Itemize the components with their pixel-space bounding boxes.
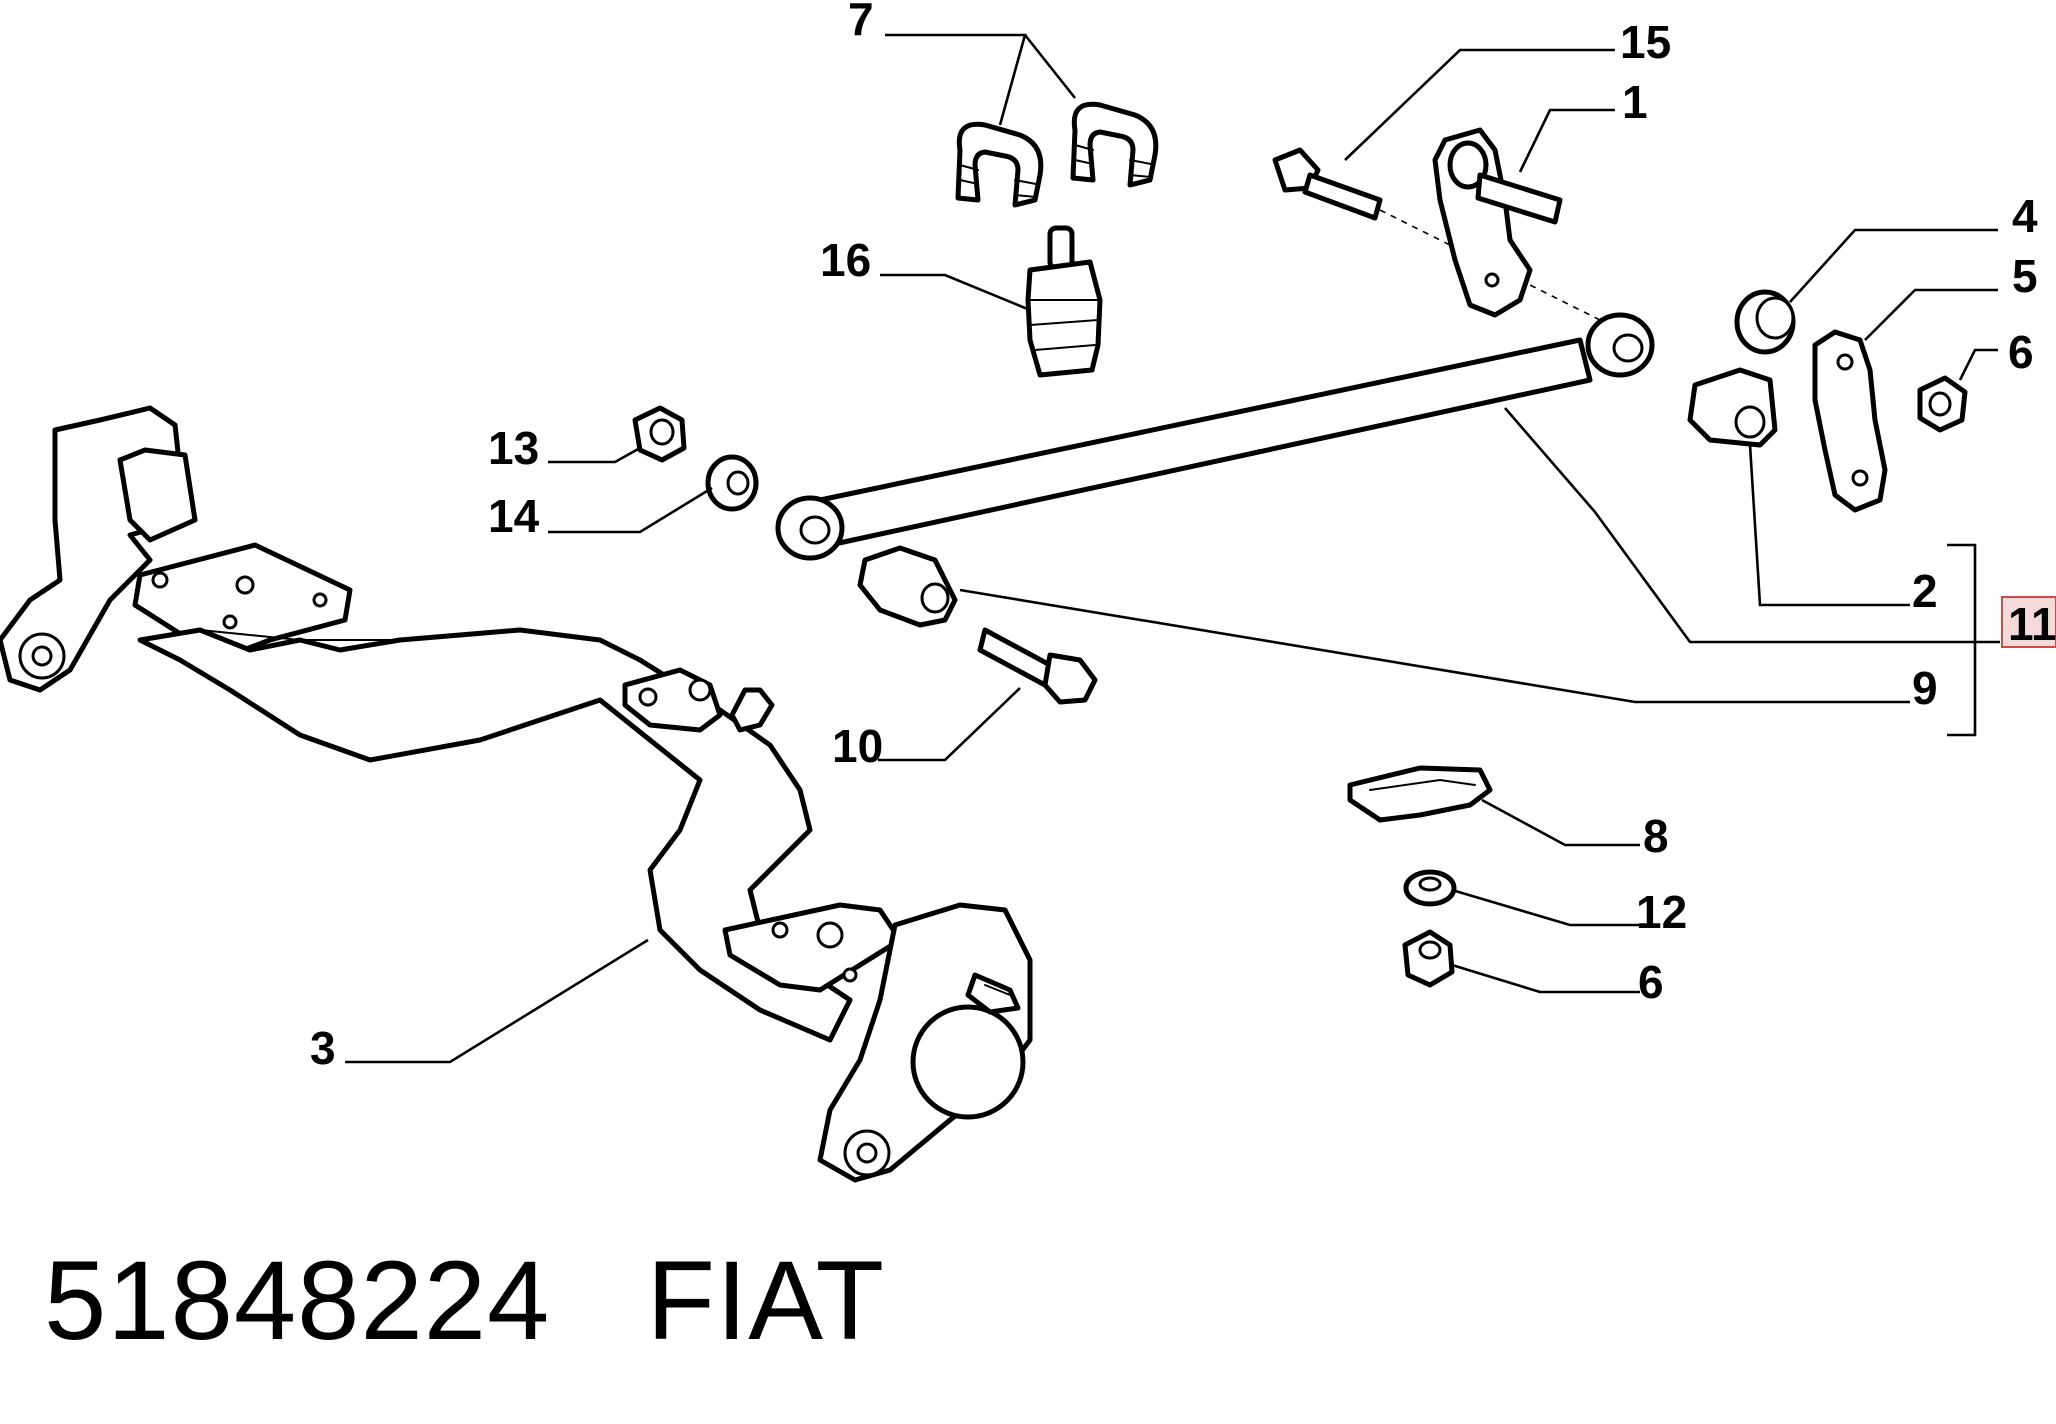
callout-11-highlight: [2001, 596, 2056, 648]
callout-12: 12: [1636, 886, 1687, 938]
callout-15: 15: [1620, 16, 1671, 68]
bracket-1: [1432, 127, 1563, 318]
callout-14: 14: [488, 490, 540, 542]
retainer-plate-8: [1347, 765, 1493, 823]
lateral-rod: [775, 312, 1655, 561]
washer-12: [1403, 869, 1457, 907]
link-plate-5: [1812, 329, 1888, 513]
leader-lines: [345, 33, 2000, 1064]
callout-5: 5: [2012, 250, 2038, 302]
callout-1: 1: [1622, 76, 1648, 128]
callout-11: 11: [2008, 598, 2056, 650]
callout-10: 10: [832, 720, 883, 772]
callout-7: 7: [848, 0, 874, 45]
bushing-2: [1687, 367, 1778, 448]
bolt-10: [977, 627, 1098, 705]
u-clip-left: [955, 121, 1044, 208]
washer-14: [705, 454, 759, 512]
brand-name: FIAT: [646, 1238, 886, 1363]
callout-3: 3: [310, 1022, 336, 1074]
part-number: 51848224: [44, 1238, 551, 1363]
bushing-9: [857, 545, 958, 628]
callout-9: 9: [1912, 662, 1938, 714]
bump-stop: [1025, 225, 1103, 378]
callout-16: 16: [820, 234, 871, 286]
callout-4: 4: [2012, 190, 2038, 242]
callout-8: 8: [1643, 810, 1669, 862]
nut-6-bottom: [1402, 929, 1455, 988]
rear-axle-beam: [0, 405, 1033, 1183]
nut-13: [632, 405, 687, 463]
bushing-4: [1734, 289, 1796, 355]
callouts: 7 15 1 16 4 5 6 13 14 2 11 9 10 8 12 6 3: [310, 0, 2056, 1074]
callout-6-top: 6: [2008, 326, 2034, 378]
callout-6-bottom: 6: [1638, 956, 1664, 1008]
callout-13: 13: [488, 422, 539, 474]
part-caption: 51848224 FIAT: [44, 1236, 885, 1365]
callout-2: 2: [1912, 565, 1938, 617]
nut-6-top: [1917, 375, 1968, 433]
bolt-15: [1272, 147, 1601, 321]
u-clip-right: [1070, 101, 1159, 188]
